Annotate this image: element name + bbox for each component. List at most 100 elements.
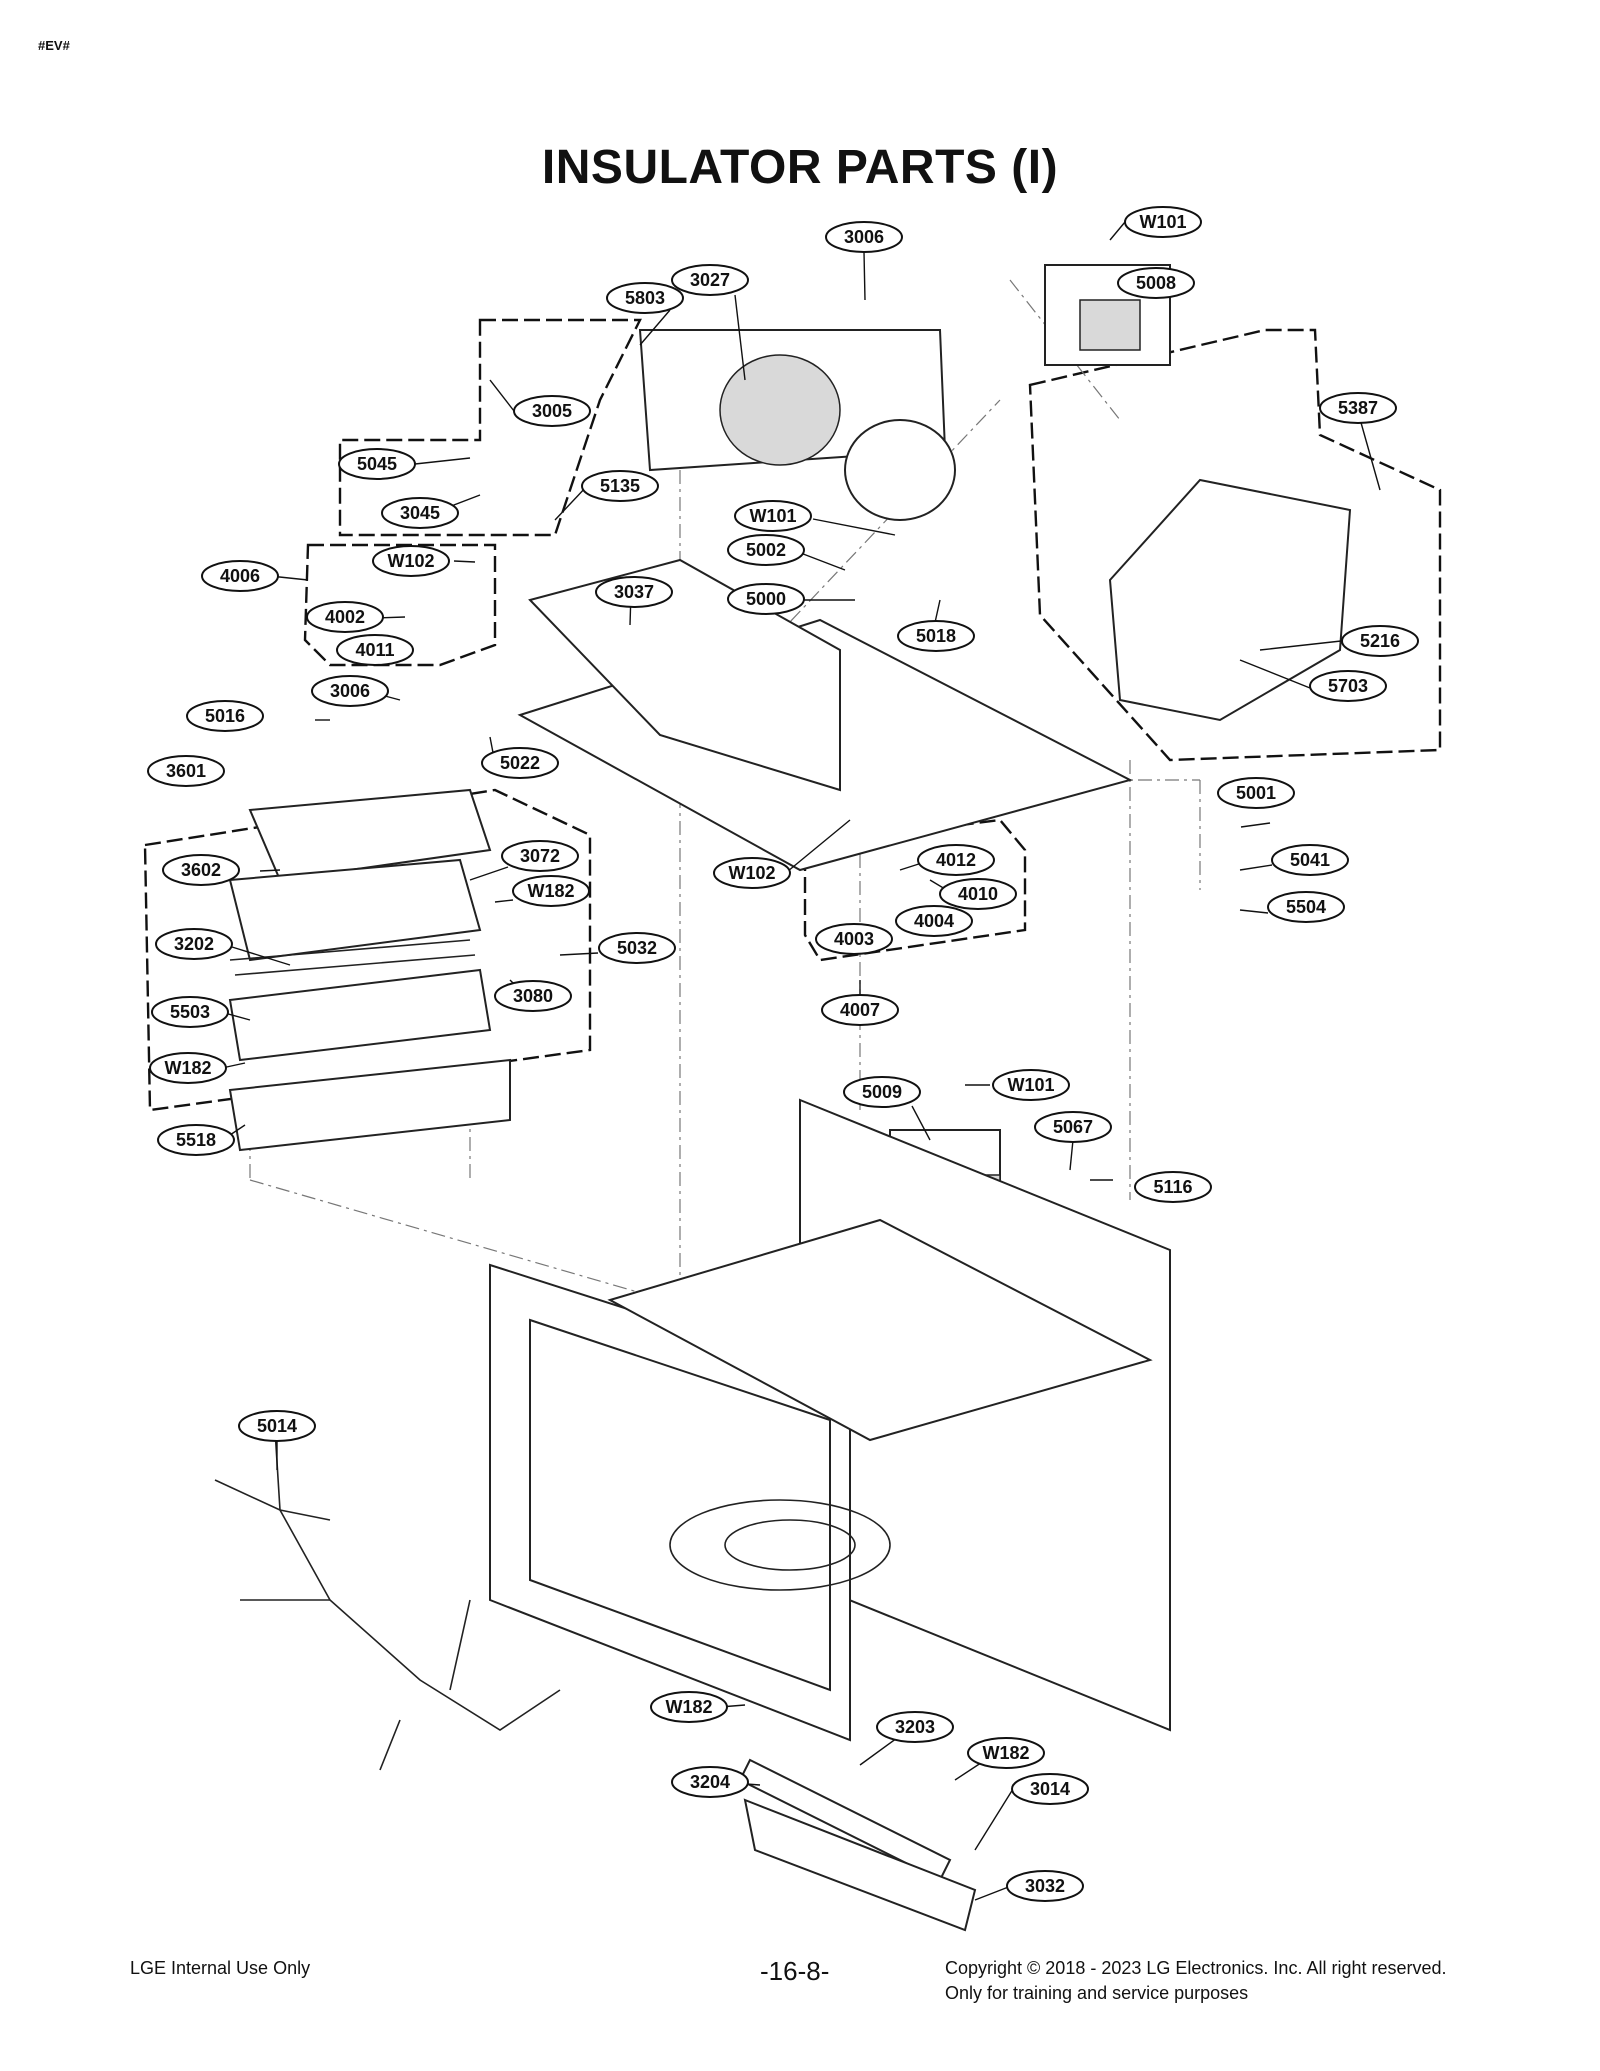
- svg-text:4010: 4010: [958, 884, 998, 904]
- callout-w182: W182: [512, 875, 590, 907]
- callout-5135: 5135: [581, 470, 659, 502]
- callout-3602: 3602: [162, 854, 240, 886]
- svg-text:5014: 5014: [257, 1416, 297, 1436]
- footer-internal-use: LGE Internal Use Only: [130, 1958, 311, 1978]
- callout-4004: 4004: [895, 905, 973, 937]
- callout-5045: 5045: [338, 448, 416, 480]
- callout-3202: 3202: [155, 928, 233, 960]
- svg-text:W102: W102: [728, 863, 775, 883]
- callout-5503: 5503: [151, 996, 229, 1028]
- svg-text:5518: 5518: [176, 1130, 216, 1150]
- callout-3601: 3601: [147, 755, 225, 787]
- svg-text:3006: 3006: [844, 227, 884, 247]
- callout-3037: 3037: [595, 576, 673, 608]
- svg-text:3027: 3027: [690, 270, 730, 290]
- svg-text:3601: 3601: [166, 761, 206, 781]
- callout-5067: 5067: [1034, 1111, 1112, 1143]
- callout-5387: 5387: [1319, 392, 1397, 424]
- callout-3204: 3204: [671, 1766, 749, 1798]
- callout-3080: 3080: [494, 980, 572, 1012]
- svg-text:3080: 3080: [513, 986, 553, 1006]
- part-drawings: [214, 264, 1352, 1932]
- callout-3072: 3072: [501, 840, 579, 872]
- callout-5018: 5018: [897, 620, 975, 652]
- callout-w101: W101: [734, 500, 812, 532]
- svg-text:4004: 4004: [914, 911, 954, 931]
- svg-text:5067: 5067: [1053, 1117, 1093, 1137]
- callout-5014: 5014: [238, 1410, 316, 1442]
- svg-text:3602: 3602: [181, 860, 221, 880]
- svg-text:W101: W101: [749, 506, 796, 526]
- svg-text:5503: 5503: [170, 1002, 210, 1022]
- page-number: -16-8-: [760, 1956, 830, 1986]
- callout-3006: 3006: [825, 221, 903, 253]
- callout-3027: 3027: [671, 264, 749, 296]
- svg-text:W182: W182: [982, 1743, 1029, 1763]
- callout-3005: 3005: [513, 395, 591, 427]
- svg-text:5000: 5000: [746, 589, 786, 609]
- callout-4002: 4002: [306, 601, 384, 633]
- svg-text:3006: 3006: [330, 681, 370, 701]
- callout-3203: 3203: [876, 1711, 954, 1743]
- callout-5032: 5032: [598, 932, 676, 964]
- svg-text:5703: 5703: [1328, 676, 1368, 696]
- svg-text:4007: 4007: [840, 1000, 880, 1020]
- callout-5002: 5002: [727, 534, 805, 566]
- callout-w182: W182: [149, 1052, 227, 1084]
- svg-text:5001: 5001: [1236, 783, 1276, 803]
- callout-4003: 4003: [815, 923, 893, 955]
- page-tag: #EV#: [38, 38, 70, 53]
- svg-text:5008: 5008: [1136, 273, 1176, 293]
- callout-5116: 5116: [1134, 1171, 1212, 1203]
- svg-text:5002: 5002: [746, 540, 786, 560]
- svg-text:5135: 5135: [600, 476, 640, 496]
- callout-5041: 5041: [1271, 844, 1349, 876]
- copyright-line-2: Only for training and service purposes: [945, 1983, 1249, 2003]
- svg-text:3072: 3072: [520, 846, 560, 866]
- svg-text:4006: 4006: [220, 566, 260, 586]
- svg-text:5016: 5016: [205, 706, 245, 726]
- svg-text:W182: W182: [665, 1697, 712, 1717]
- part-callouts: W101 3006 5008 3027 5803 5387 3005 5045 …: [147, 206, 1419, 1902]
- callout-5803: 5803: [606, 282, 684, 314]
- callout-w102: W102: [372, 545, 450, 577]
- callout-4006: 4006: [201, 560, 279, 592]
- page-title: INSULATOR PARTS (I): [541, 141, 1059, 194]
- svg-text:3032: 3032: [1025, 1876, 1065, 1896]
- callout-3045: 3045: [381, 497, 459, 529]
- svg-text:3204: 3204: [690, 1772, 730, 1792]
- callout-w101: W101: [1124, 206, 1202, 238]
- svg-text:5009: 5009: [862, 1082, 902, 1102]
- svg-text:4011: 4011: [355, 640, 394, 660]
- svg-text:4012: 4012: [936, 850, 976, 870]
- footer-copyright: Copyright © 2018 - 2023 LG Electronics. …: [945, 1956, 1447, 2006]
- svg-text:W101: W101: [1007, 1075, 1054, 1095]
- svg-text:5803: 5803: [625, 288, 665, 308]
- callout-3006: 3006: [311, 675, 389, 707]
- svg-text:3037: 3037: [614, 582, 654, 602]
- callout-4007: 4007: [821, 994, 899, 1026]
- svg-text:5041: 5041: [1290, 850, 1330, 870]
- callout-5703: 5703: [1309, 670, 1387, 702]
- svg-text:4002: 4002: [325, 607, 365, 627]
- svg-text:5045: 5045: [357, 454, 397, 474]
- callout-5016: 5016: [186, 700, 264, 732]
- svg-text:3202: 3202: [174, 934, 214, 954]
- callout-w102: W102: [713, 857, 791, 889]
- copyright-line-1: Copyright © 2018 - 2023 LG Electronics. …: [945, 1958, 1447, 1978]
- svg-text:5504: 5504: [1286, 897, 1326, 917]
- svg-text:3203: 3203: [895, 1717, 935, 1737]
- callout-4011: 4011: [336, 634, 414, 666]
- callout-5000: 5000: [727, 583, 805, 615]
- svg-text:5022: 5022: [500, 753, 540, 773]
- svg-text:W182: W182: [164, 1058, 211, 1078]
- callout-5001: 5001: [1217, 777, 1295, 809]
- callout-5216: 5216: [1341, 625, 1419, 657]
- callout-3032: 3032: [1006, 1870, 1084, 1902]
- svg-text:3045: 3045: [400, 503, 440, 523]
- callout-w101: W101: [992, 1069, 1070, 1101]
- callout-w182: W182: [650, 1691, 728, 1723]
- svg-text:5387: 5387: [1338, 398, 1378, 418]
- callout-5022: 5022: [481, 747, 559, 779]
- svg-text:W102: W102: [387, 551, 434, 571]
